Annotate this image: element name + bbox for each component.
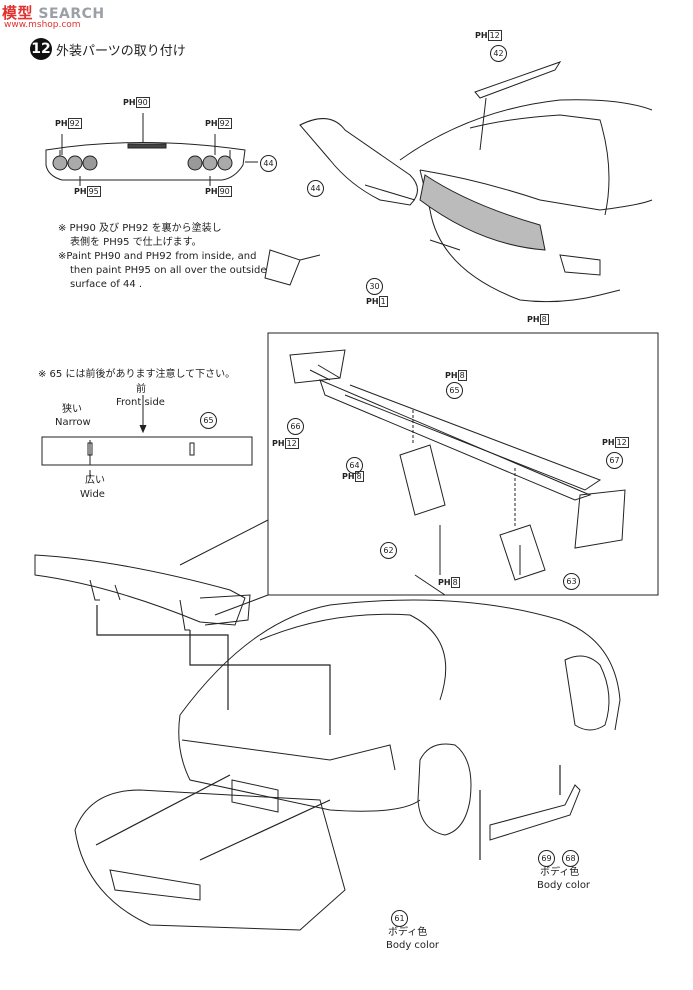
part-63-label: 63	[563, 573, 580, 590]
watermark-logo: 模型 SEARCH	[2, 2, 105, 23]
side-body-color-jp: ボディ色	[540, 867, 580, 878]
bumper-body-color-en: Body color	[386, 940, 440, 951]
watermark-brand-jp: 模型	[2, 4, 34, 22]
part-67-label: 67	[606, 452, 623, 469]
part-44-label-car: 44	[307, 180, 324, 197]
narrow-label-jp: 狭い	[62, 404, 82, 415]
part-64-label: 64	[346, 457, 363, 474]
watermark-domain: www.mshop.com	[4, 20, 81, 30]
part-62-label: 62	[380, 542, 397, 559]
part-69-label: 69	[538, 850, 555, 867]
arrow-bumper-1	[95, 774, 231, 846]
part-66-label: 66	[287, 418, 304, 435]
car-main-drawing	[74, 599, 621, 931]
note-jp-line2: 表側を PH95 で仕上げます。	[70, 237, 202, 248]
part-65-label-inset: 65	[446, 382, 463, 399]
watermark-brand-en: SEARCH	[38, 6, 105, 22]
part-61-label: 61	[391, 910, 408, 927]
part-44-label-small: 44	[260, 155, 277, 172]
step-header: 12 外装パーツの取り付け	[30, 38, 186, 60]
part-42-label: 42	[490, 45, 507, 62]
front-label-jp: 前	[136, 384, 146, 395]
note-jp-line1: ※ PH90 及び PH92 を裏から塗装し	[58, 223, 222, 234]
narrow-label-en: Narrow	[55, 417, 91, 428]
side-body-color-en: Body color	[537, 880, 591, 891]
note-en-line3: surface of 44 .	[70, 279, 143, 290]
step-title: 外装パーツの取り付け	[56, 43, 186, 59]
bumper-body-color-jp: ボディ色	[388, 927, 428, 938]
note-en-line2: then paint PH95 on all over the outside	[70, 265, 267, 276]
small-wing-44-drawing	[45, 113, 258, 186]
note-en-line1: ※Paint PH90 and PH92 from inside, and	[58, 251, 257, 262]
arrow-line-left	[96, 605, 229, 710]
wing-65-front-view	[41, 436, 253, 466]
part-68-label: 68	[562, 850, 579, 867]
inset-callout-line-2	[214, 594, 269, 616]
car-rear-top-drawing	[264, 61, 653, 303]
part-65-label-plate: 65	[200, 412, 217, 429]
note-65-direction: ※ 65 には前後があります注意して下さい。	[38, 369, 236, 380]
wide-label-jp: 広い	[85, 475, 105, 486]
inset-callout-line-1	[179, 519, 269, 566]
step-number: 12	[30, 38, 52, 60]
inset-wing-drawing	[289, 349, 626, 581]
front-label-en: Front side	[116, 397, 165, 408]
part-30-label: 30	[366, 278, 383, 295]
arrow-bumper-2	[199, 799, 331, 861]
arrow-line-right	[189, 630, 331, 735]
wide-label-en: Wide	[80, 489, 105, 500]
assembled-wing-drawing	[34, 554, 251, 631]
